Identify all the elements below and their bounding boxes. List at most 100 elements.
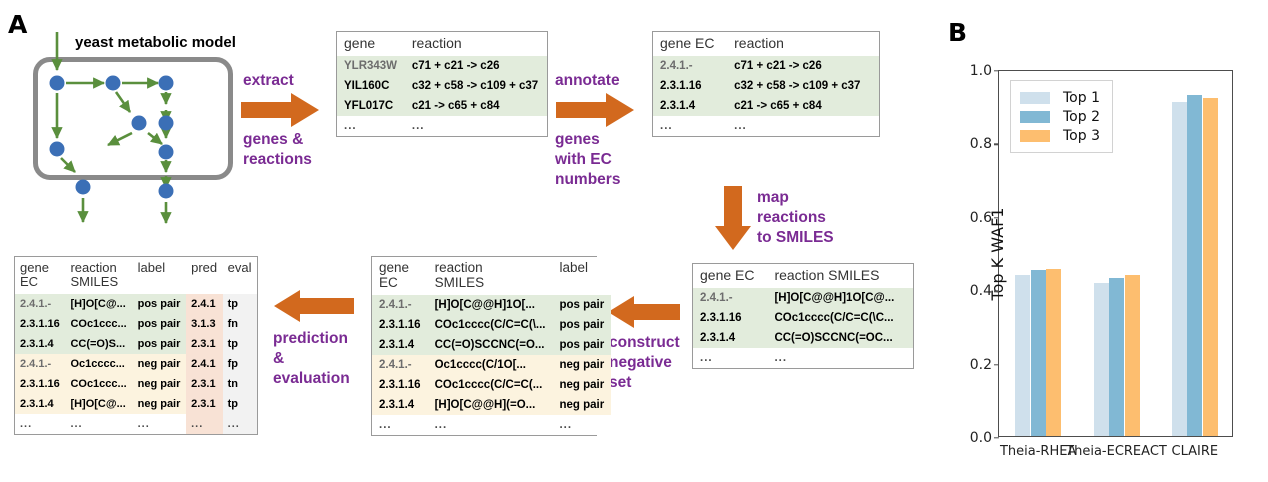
table-cell: ... <box>404 116 547 137</box>
column-header-reaction-smiles: reaction SMILES <box>767 264 913 289</box>
column-header-gene-ec: gene EC <box>653 32 728 57</box>
step-label-extract-line3: reactions <box>243 151 312 168</box>
chart-y-tick-label: 0.0 <box>969 430 992 446</box>
table-cell: fn <box>222 314 257 335</box>
table-cell: YIL160C <box>337 76 405 97</box>
arrow-construct-left <box>608 296 680 328</box>
column-header-reaction: reaction <box>404 32 547 57</box>
table-cell: 2.4.1.- <box>372 355 428 376</box>
chart-y-tick-label: 1.0 <box>969 63 992 79</box>
chart-bar <box>1015 274 1031 436</box>
table-cell: c71 + c21 -> c26 <box>404 56 547 77</box>
chart-bar <box>1171 101 1187 436</box>
table-cell: neg pair <box>132 374 187 395</box>
step-label-construct-line3: set <box>609 374 632 391</box>
table-cell: c32 + c58 -> c109 + c37 <box>727 76 879 97</box>
table-cell: neg pair <box>132 394 187 415</box>
chart-x-tick-label: Theia-ECREACT <box>1066 444 1167 459</box>
table-cell: YLR343W <box>337 56 405 77</box>
chart-x-tick-label: Theia-RHEA <box>999 444 1077 459</box>
table-cell: COc1cccc(C/C=C(\... <box>427 315 553 336</box>
table-cell: YFL017C <box>337 96 405 117</box>
table-cell: tp <box>222 334 257 355</box>
table-cell: 2.3.1.16 <box>372 375 428 396</box>
arrow-prediction-left <box>274 290 354 322</box>
column-header: label <box>552 257 612 296</box>
table-cell: ... <box>15 414 66 435</box>
table-cell: 2.3.1.4 <box>372 395 428 416</box>
table-row: ...... <box>653 116 879 137</box>
step-label-prediction-line2: & <box>273 350 285 367</box>
table-cell: ... <box>653 116 728 137</box>
table-cell: tp <box>222 394 257 415</box>
table-cell: tp <box>222 294 257 315</box>
step-label-annotate-line4: numbers <box>555 171 621 188</box>
table-cell: Oc1cccc... <box>65 354 133 375</box>
chart-bar <box>1124 274 1140 436</box>
table-cell: tn <box>222 374 257 395</box>
table-cell: 2.3.1 <box>186 394 223 415</box>
table-cell: ... <box>65 414 133 435</box>
table-cell: c71 + c21 -> c26 <box>727 56 879 77</box>
table-row: ......... <box>372 415 612 436</box>
table-cell: ... <box>222 414 257 435</box>
table-cell: ... <box>727 116 879 137</box>
table-cell: CC(=O)S... <box>65 334 133 355</box>
arrow-annotate <box>556 93 634 127</box>
step-label-annotate-line3: with EC <box>555 151 612 168</box>
step-label-map-line2: reactions <box>757 209 826 226</box>
step-label-extract: extract <box>243 72 294 89</box>
table-header-row: gene EC reaction SMILES <box>693 264 913 289</box>
table-cell: [H]O[C@@H](=O... <box>427 395 553 416</box>
chart-legend-label: Top 3 <box>1063 127 1100 144</box>
column-header-reaction: reaction <box>727 32 879 57</box>
table-cell: 2.4.1.- <box>15 354 66 375</box>
table-cell: pos pair <box>552 295 612 316</box>
table-row: 2.4.1.-[H]O[C@@H]1O[...pos pair <box>372 295 612 316</box>
chart-legend-item: Top 2 <box>1020 107 1100 126</box>
table-cell: 2.3.1 <box>186 334 223 355</box>
chart-bar <box>1030 270 1046 436</box>
table-cell: 2.3.1.4 <box>653 96 728 117</box>
chart-legend-swatch <box>1020 129 1050 142</box>
table-cell: 2.3.1.16 <box>15 374 66 395</box>
table-cell: ... <box>427 415 553 436</box>
table-header-row: gene EC reaction <box>653 32 879 57</box>
chart-legend-item: Top 1 <box>1020 88 1100 107</box>
table-cell: neg pair <box>132 354 187 375</box>
column-header-gene: gene <box>337 32 405 57</box>
table-cell: 2.3.1.4 <box>372 335 428 356</box>
step-label-map-line3: to SMILES <box>757 229 834 246</box>
chart-y-tick-label: 0.6 <box>969 209 992 226</box>
model-title: yeast metabolic model <box>75 34 236 51</box>
step-label-annotate-line2: genes <box>555 131 600 148</box>
chart-legend-label: Top 2 <box>1063 108 1100 125</box>
table-row: ...... <box>693 348 913 369</box>
table-cell: fp <box>222 354 257 375</box>
table-cell: 2.3.1.16 <box>653 76 728 97</box>
table-cell: ... <box>767 348 913 369</box>
table-cell: 2.4.1.- <box>15 294 66 315</box>
column-header: label <box>132 257 187 295</box>
chart-y-tick-label: 0.2 <box>969 356 992 373</box>
chart-legend-swatch <box>1020 110 1050 123</box>
chart-bar <box>1109 278 1124 436</box>
table-cell: [H]O[C@@H]1O[... <box>427 295 553 316</box>
table-ec-reaction: gene EC reaction 2.4.1.-c71 + c21 -> c26… <box>652 31 880 138</box>
table-cell: 2.3.1.4 <box>693 328 768 349</box>
panel-b-letter: B <box>948 18 968 47</box>
chart-legend-label: Top 1 <box>1063 89 1100 106</box>
chart-bar <box>1202 97 1218 436</box>
table-cell: ... <box>372 415 428 436</box>
table-cell: 2.3.1 <box>186 374 223 395</box>
table-cell: c21 -> c65 + c84 <box>727 96 879 117</box>
chart-bar <box>1093 282 1109 436</box>
